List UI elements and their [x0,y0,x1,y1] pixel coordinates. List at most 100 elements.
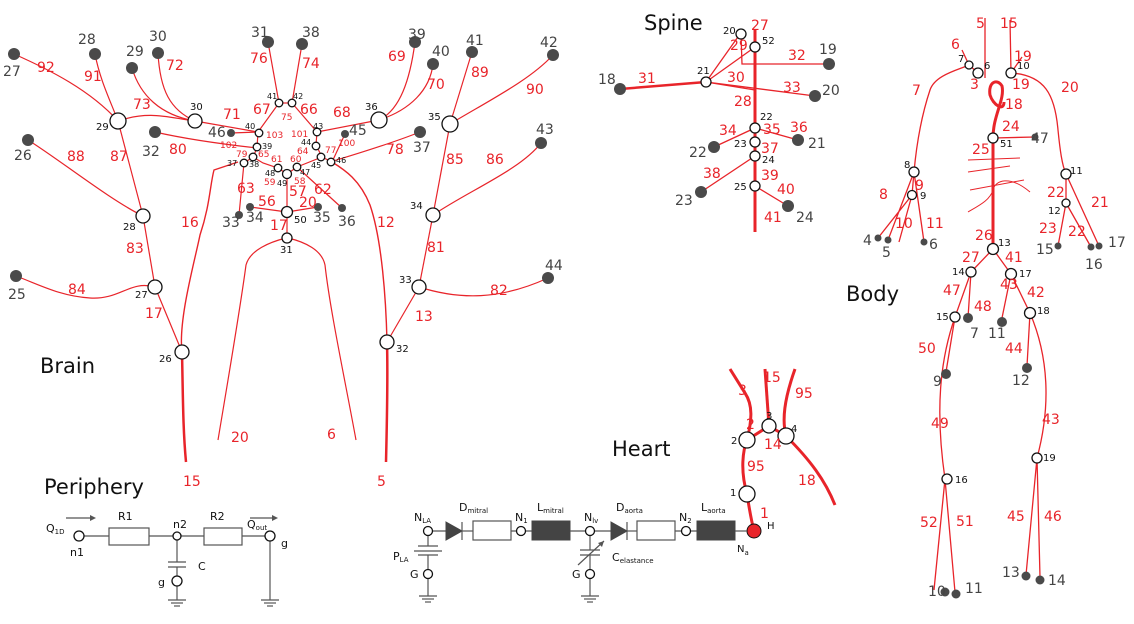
label-vessel-27: 27 [751,18,769,34]
label-vessel-95: 95 [747,459,765,475]
vessel-93 [94,53,119,122]
label-vessel-47: 44 [1005,341,1023,357]
vessel-12 [331,161,388,343]
label-vessel-68: 66 [300,102,318,118]
node-49 [281,168,293,180]
vessel-38 [700,155,756,193]
resistor-mitral [472,520,512,541]
label-node-49: 49 [277,179,287,188]
label-vessel-19: 19 [1012,77,1030,93]
label-daorta: Daorta [616,501,643,515]
label-terminal-37: 37 [413,140,431,156]
label-terminal-45: 45 [349,123,367,139]
label-vessel-2: 2 [746,417,755,433]
label-heart-Na: Na [737,544,749,557]
label-vessel-39: 39 [761,168,779,184]
label-node-21: 21 [697,66,710,77]
label-node-9: 9 [920,191,926,202]
label-vessel-45: 43 [1000,277,1018,293]
label-node-45: 45 [311,161,321,170]
label-vessel-18: 18 [798,473,816,489]
label-node-35: 35 [428,112,441,123]
resistor-r2 [203,527,243,546]
label-node-52: 52 [762,36,775,47]
label-nlv: Nlv [584,511,598,525]
node-25 [749,180,761,192]
label-vessel-50: 47 [943,283,961,299]
label-vessel-1: 1 [760,506,769,522]
label-vessel-53: 50 [918,341,936,357]
label-vessel-25: 23 [1039,221,1057,237]
vessel-32 [740,33,829,65]
label-vessel-87: 85 [446,152,464,168]
label-terminal-24: 24 [796,210,814,226]
label-vessel-21: 20 [1061,80,1079,96]
label-qout: Qout [247,518,267,532]
label-node-17: 17 [1019,269,1032,280]
terminal-7 [963,313,973,323]
label-node-29: 29 [96,122,109,133]
node-nla [422,525,434,537]
label-vessel-15: 15 [763,370,781,386]
label-vessel-5: 5 [377,474,386,490]
label-vessel-55: 52 [920,515,938,531]
node-50 [280,205,294,219]
node-3 [761,418,777,434]
label-node-42: 42 [293,92,303,101]
vessel-91 [449,51,473,125]
node-30 [187,113,203,129]
label-q1d: Q1D [46,522,65,536]
vessel-40 [754,185,789,207]
label-vessel-89: 87 [110,149,128,165]
node-g-out [264,530,276,542]
label-celastance: Celastance [612,551,654,565]
label-terminal-33: 33 [222,215,240,231]
label-vessel-73: 71 [223,107,241,123]
label-node-12: 12 [1048,206,1061,217]
vessel-15 [1009,19,1012,74]
label-terminal-47: 47 [1031,131,1049,147]
vessel-89 [117,120,144,217]
vessel-94 [13,53,119,122]
label-terminal-16: 16 [1085,257,1103,273]
node-13 [986,242,1000,256]
label-vessel-7: 7 [912,83,921,99]
terminal-35 [314,203,322,211]
node-n2 [172,531,182,541]
terminal-13 [1021,571,1031,581]
label-g-cap: g [158,576,165,589]
label-terminal-30: 30 [149,29,167,45]
label-vessel-63: 61 [271,155,282,165]
label-node-38: 38 [249,160,259,169]
label-node-2: 2 [731,436,737,447]
node-10 [1005,67,1017,79]
node-11 [1060,168,1072,180]
label-vessel-17: 17 [145,306,163,322]
node-18 [1023,306,1037,320]
label-node-46: 46 [336,156,346,165]
label-vessel-61: 59 [264,178,276,188]
terminal-29 [126,62,138,74]
vessel-6 [287,237,357,441]
label-vessel-49: 46 [1044,509,1062,525]
label-vessel-29: 29 [730,38,748,54]
vessel-17 [154,286,183,353]
label-vessel-78: 76 [250,51,268,67]
vessel-13 [386,286,420,343]
label-node-22: 22 [760,112,773,123]
resistor-aorta [636,520,676,541]
label-node-15: 15 [936,312,949,323]
label-vessel-40: 40 [777,182,795,198]
label-node-13: 13 [998,238,1011,249]
label-vessel-70: 68 [333,105,351,121]
periphery-circuit: Q1D R1 R2 n1 n2 C g Qout g [46,510,288,607]
label-vessel-57: 20 [299,195,317,211]
label-vessel-93: 91 [84,69,102,85]
node-6 [972,67,984,79]
node-27 [147,279,163,295]
terminal-24 [782,200,794,212]
terminal-27 [8,48,20,60]
label-node-40: 40 [245,122,255,131]
terminal-19 [823,58,835,70]
